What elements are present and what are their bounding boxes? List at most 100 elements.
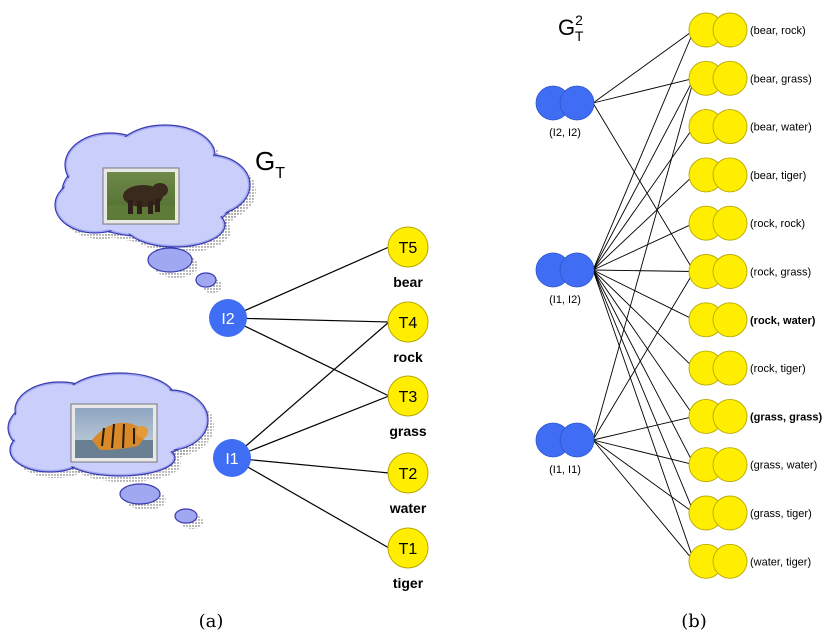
image-node-i2-circle [209, 299, 247, 337]
pair-edge [592, 222, 695, 271]
pair-edge [592, 269, 695, 417]
tag-pair-circle [712, 109, 748, 145]
tag-node-t3-label: T3 [399, 389, 418, 406]
pair-node-label: (I2, I2) [549, 127, 581, 139]
panel-b-caption: (b) [681, 611, 707, 632]
tag-word-water: water [389, 500, 427, 516]
tag-pair-label: (bear, rock) [750, 25, 806, 37]
tag-pair-node[interactable]: (water, tiger) [688, 543, 811, 579]
pair-node-circle [559, 85, 595, 121]
pair-edge [592, 102, 695, 272]
tag-pair-node[interactable]: (rock, grass) [688, 254, 811, 289]
tag-pair-label: (bear, tiger) [750, 170, 806, 182]
panel-b-left-nodes: (I2, I2) (I1, I2) (I1, I1) [535, 85, 595, 476]
tag-node-t3[interactable]: T3 grass [387, 375, 429, 439]
tag-pair-label: (bear, grass) [750, 73, 812, 85]
tag-node-t4-circle [387, 301, 429, 343]
tag-node-t2[interactable]: T2 water [387, 452, 429, 516]
pair-edge [592, 269, 695, 272]
tag-node-t1[interactable]: T1 tiger [387, 527, 429, 591]
edge-i1-t4 [231, 321, 390, 459]
tag-pair-circle [712, 350, 748, 386]
image-node-i1[interactable]: I1 [213, 439, 251, 477]
tag-pair-node[interactable]: (grass, water) [688, 447, 817, 483]
pair-node-l0[interactable]: (I2, I2) [535, 85, 595, 139]
tag-pair-circle [712, 157, 748, 193]
bear-thought-cloud [54, 124, 256, 293]
pair-edge [592, 269, 695, 465]
pair-edge [592, 439, 695, 562]
pair-edge [592, 77, 695, 104]
tag-pair-label: (grass, water) [750, 460, 817, 472]
tag-pair-circle [712, 205, 748, 241]
pair-edge [592, 174, 695, 271]
tag-pair-node[interactable]: (bear, rock) [688, 12, 806, 48]
pair-edge [592, 29, 695, 104]
tag-pair-node[interactable]: (grass, grass) [688, 398, 822, 434]
tag-node-t1-label: T1 [399, 541, 418, 558]
panel-a: GT [7, 124, 429, 632]
tag-pair-node[interactable]: (rock, tiger) [688, 350, 806, 386]
pair-edge [592, 126, 695, 271]
tag-pair-circle [712, 447, 748, 483]
tag-word-grass: grass [389, 423, 427, 439]
image-node-i1-circle [213, 439, 251, 477]
pair-node-circle [559, 252, 595, 288]
pair-edge [592, 269, 695, 369]
pair-node-l2[interactable]: (I1, I1) [535, 422, 595, 476]
edge-i1-t3 [231, 395, 390, 459]
image-node-i1-label: I1 [225, 451, 238, 468]
tag-pair-node[interactable]: (bear, water) [688, 109, 812, 145]
tag-word-rock: rock [393, 349, 423, 365]
edge-i1-t1 [231, 457, 390, 549]
tag-pair-node[interactable]: (rock, water) [688, 302, 816, 338]
tag-node-t4-label: T4 [399, 315, 418, 332]
pair-edge [592, 269, 695, 514]
pair-node-label: (I1, I2) [549, 294, 581, 306]
tag-pair-circle [712, 254, 748, 289]
tag-pair-node[interactable]: (grass, tiger) [688, 495, 812, 531]
tiger-thought-cloud [7, 372, 214, 529]
pair-edge [592, 29, 695, 271]
panel-b-edges [592, 29, 695, 562]
panel-a-caption: (a) [199, 611, 224, 632]
tag-node-t2-label: T2 [399, 466, 418, 483]
tag-pair-label: (rock, water) [750, 315, 816, 327]
pair-node-label: (I1, I1) [549, 464, 581, 476]
pair-edge [592, 269, 695, 321]
tag-pair-circle [712, 60, 748, 96]
tag-node-t1-circle [387, 527, 429, 569]
pair-edge [592, 415, 695, 441]
tag-pair-node[interactable]: (rock, rock) [688, 205, 805, 241]
panel-a-edges [227, 246, 390, 549]
tag-pair-circle [712, 302, 748, 338]
tag-pair-label: (rock, grass) [750, 267, 811, 279]
tag-pair-label: (rock, rock) [750, 218, 805, 230]
edge-i2-t4 [227, 317, 390, 323]
tag-node-t5-label: T5 [399, 240, 418, 257]
tag-node-t5-circle [387, 226, 429, 268]
image-node-i2-label: I2 [221, 311, 234, 328]
pair-edge [592, 78, 695, 441]
tiger-photo [70, 403, 158, 463]
pair-edge [592, 439, 695, 514]
tag-pair-label: (grass, tiger) [750, 508, 812, 520]
tag-pair-node[interactable]: (bear, grass) [688, 60, 812, 96]
pair-node-circle [559, 422, 595, 458]
tag-node-t3-circle [387, 375, 429, 417]
tag-pair-label: (bear, water) [750, 122, 812, 134]
bear-photo [102, 167, 180, 225]
tag-pair-circle [712, 543, 748, 579]
tag-pair-label: (water, tiger) [750, 556, 811, 568]
tag-pair-node[interactable]: (bear, tiger) [688, 157, 806, 193]
edge-i1-t2 [231, 457, 390, 474]
tag-node-t4[interactable]: T4 rock [387, 301, 429, 365]
tag-pair-label: (grass, grass) [750, 411, 822, 423]
pair-edge [592, 439, 695, 466]
pair-node-l1[interactable]: (I1, I2) [535, 252, 595, 306]
tag-node-t5[interactable]: T5 bear [387, 226, 429, 290]
image-node-i2[interactable]: I2 [209, 299, 247, 337]
tag-node-t2-circle [387, 452, 429, 494]
